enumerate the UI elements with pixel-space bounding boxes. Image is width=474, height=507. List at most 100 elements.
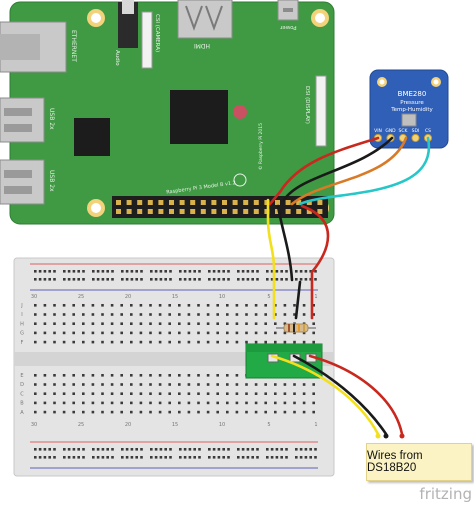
- audio-label: Audio: [114, 50, 120, 66]
- breadboard-row-label: I: [21, 312, 22, 318]
- breadboard-col-label: 15: [172, 294, 178, 300]
- gpio-pin: [200, 200, 206, 205]
- gpio-pin: [285, 209, 291, 214]
- gpio-pin: [158, 200, 164, 205]
- gpio-pin: [137, 200, 143, 205]
- gpio-pin: [190, 200, 196, 205]
- hdmi-port: [177, 0, 233, 39]
- wire-cyan-sdi: [298, 136, 431, 206]
- wires: [266, 136, 431, 436]
- sensor-pin-label: VIN: [374, 128, 382, 134]
- power-label: Power: [279, 24, 296, 30]
- gpio-pin: [222, 200, 227, 205]
- breadboard-row-label: J: [20, 303, 22, 309]
- gpio-pin: [253, 209, 259, 214]
- gpio-pin: [158, 209, 164, 214]
- gpio-pin: [179, 209, 185, 214]
- breadboard-col-label: 25: [78, 422, 84, 428]
- ethernet-label: ETHERNET: [70, 30, 77, 62]
- gpio-pin: [296, 209, 302, 214]
- breadboard-row-label: D: [20, 382, 24, 388]
- gpio-pin: [147, 209, 153, 214]
- soc-chip: [170, 90, 228, 144]
- breadboard-col-label: 1: [314, 422, 317, 428]
- ds18b20-note: Wires from DS18B20: [366, 443, 472, 481]
- sensor-pin-label: GND: [385, 128, 396, 134]
- gpio-pin: [306, 200, 312, 205]
- gpio-pin: [275, 209, 280, 214]
- breadboard-col-label: 1: [314, 294, 317, 300]
- resistor: [276, 323, 316, 333]
- raspberry-logo: [233, 105, 247, 119]
- gpio-header: [112, 196, 328, 218]
- copyright-label: © Raspberry Pi 2015: [257, 123, 264, 170]
- gpio-pin: [243, 200, 249, 205]
- gpio-pin: [317, 200, 323, 205]
- gpio-pin: [232, 200, 238, 205]
- usb-label: USB 2x: [48, 170, 55, 192]
- gpio-pin: [253, 200, 259, 205]
- breadboard-col-label: 10: [219, 422, 225, 428]
- gpio-pin: [296, 200, 302, 205]
- gpio-pin: [222, 209, 227, 214]
- wire-red-vin: [268, 136, 380, 206]
- gpio-pin: [169, 209, 174, 214]
- wire-black-gnd: [282, 136, 394, 202]
- breadboard-col-label: 5: [267, 294, 270, 300]
- breadboard-col-label: 30: [31, 294, 37, 300]
- sensor-subtitle: Pressure: [400, 100, 424, 106]
- wire-black-ground: [276, 204, 294, 282]
- gpio-pin: [211, 200, 217, 205]
- breadboard-col-label: 5: [267, 422, 270, 428]
- gpio-pin: [190, 209, 196, 214]
- gpio-pin: [116, 209, 121, 214]
- sensor-title: BME280: [398, 90, 427, 98]
- breadboard-col-label: 15: [172, 422, 178, 428]
- gpio-pin: [179, 200, 185, 205]
- breadboard-row-label: H: [20, 321, 24, 327]
- breadboard-row-label: G: [20, 331, 24, 337]
- gpio-pin: [200, 209, 206, 214]
- usb-port: [0, 97, 45, 143]
- csi-connector: [141, 11, 153, 69]
- breadboard-col-label: 20: [125, 422, 131, 428]
- sensor-pin-label: SDI: [412, 128, 420, 134]
- gpio-pin: [285, 200, 291, 205]
- wire-yellow-ds18b20: [270, 354, 380, 436]
- fritzing-logo: fritzing: [404, 485, 472, 505]
- wire-red-power: [300, 204, 330, 320]
- csi-label: CSI (CAMERA): [154, 14, 160, 52]
- gpio-pin: [306, 209, 312, 214]
- gpio-pin: [147, 200, 153, 205]
- gpio-pin: [275, 200, 280, 205]
- breadboard-col-label: 10: [219, 294, 225, 300]
- breadboard-body: [13, 257, 335, 477]
- sensor-board: [369, 69, 449, 149]
- gpio-pin: [126, 200, 132, 205]
- cpu-chip: [74, 118, 110, 156]
- gpio-pin: [243, 209, 249, 214]
- wire-red-ds18b20: [308, 354, 404, 436]
- wire-black-ds18b20: [292, 354, 388, 436]
- sensor-pin-label: CS: [425, 128, 431, 134]
- sensor-pin: [411, 133, 420, 143]
- brand-text: fritzing: [419, 485, 472, 503]
- gpio-pin: [169, 200, 174, 205]
- sensor-chip: [401, 113, 417, 127]
- dsi-connector: [315, 75, 327, 147]
- usb-label: USB 2x: [48, 108, 55, 130]
- gpio-pin: [116, 200, 121, 205]
- usb-port: [0, 159, 45, 205]
- breadboard-row-label: C: [20, 391, 24, 397]
- breadboard-row-label: E: [20, 373, 23, 379]
- wire-yellow-data: [266, 198, 276, 320]
- sensor-pin-label: SCK: [399, 128, 409, 134]
- gpio-pin: [317, 209, 323, 214]
- breadboard-col-label: 30: [31, 422, 37, 428]
- raspberry-pi-board: ETHERNET USB 2x USB 2x Audio CSI (CAMERA…: [0, 0, 335, 225]
- hdmi-label: HDMI: [194, 42, 210, 49]
- breadboard-row-label: A: [20, 410, 24, 416]
- breadboard-col-label: 25: [78, 294, 84, 300]
